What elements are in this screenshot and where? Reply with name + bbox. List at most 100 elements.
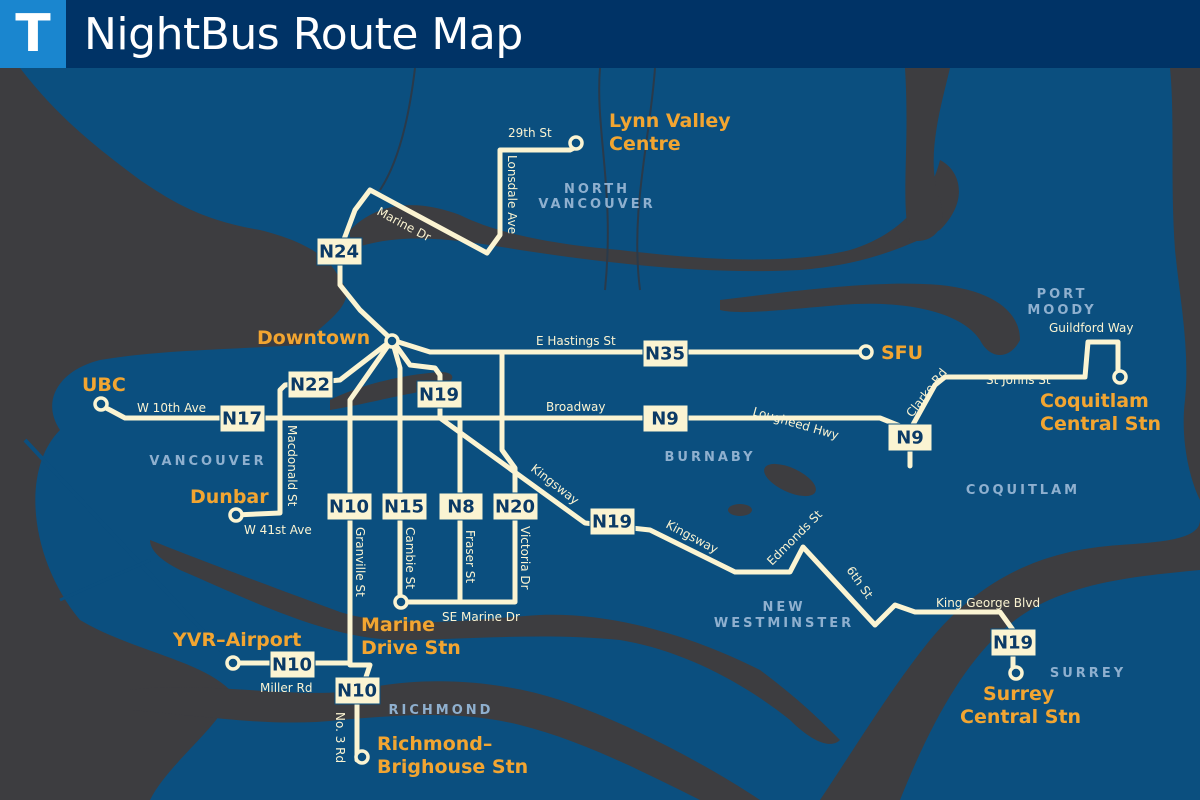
badge-n19-kingsway[interactable]: N19 — [589, 507, 636, 536]
dest-richmond-1: Richmond– — [377, 733, 492, 755]
street-st-johns: St Johns St — [986, 373, 1051, 387]
badge-n15[interactable]: N15 — [381, 492, 428, 521]
badge-n19-surrey[interactable]: N19 — [990, 628, 1037, 657]
badge-n9-broadway[interactable]: N9 — [642, 404, 689, 433]
svg-text:N9: N9 — [896, 428, 924, 449]
burnaby-lake — [764, 463, 816, 497]
water-features — [0, 68, 1200, 800]
dest-richmond-2: Brighouse Stn — [377, 756, 528, 778]
street-cambie: Cambie St — [403, 527, 417, 589]
street-broadway: Broadway — [546, 400, 605, 414]
dest-lynn-valley-2: Centre — [609, 133, 681, 155]
svg-text:N19: N19 — [993, 633, 1033, 654]
street-macdonald: Macdonald St — [285, 425, 299, 507]
area-new-westminster-2: WESTMINSTER — [714, 616, 854, 631]
dest-coquitlam-2: Central Stn — [1040, 413, 1161, 435]
street-miller: Miller Rd — [260, 681, 312, 695]
dest-coquitlam-1: Coquitlam — [1040, 390, 1149, 412]
dest-marine-drive-1: Marine — [361, 614, 435, 636]
badge-n10-airport[interactable]: N10 — [269, 650, 316, 679]
route-n24[interactable] — [337, 142, 583, 343]
badge-n10-richmond[interactable]: N10 — [334, 676, 381, 705]
map-header: T NightBus Route Map — [0, 0, 1200, 68]
water-fraser-east — [820, 520, 1200, 800]
rivers — [379, 67, 656, 291]
channel-line — [23, 438, 232, 662]
street-w-41st: W 41st Ave — [244, 523, 312, 537]
svg-text:N10: N10 — [337, 681, 377, 702]
terminal-lynn-valley[interactable] — [568, 135, 584, 151]
terminal-coquitlam[interactable] — [1112, 369, 1128, 385]
svg-text:N9: N9 — [651, 409, 679, 430]
downtown-hub[interactable] — [384, 333, 400, 349]
terminal-marine-drive[interactable] — [393, 594, 409, 610]
water-east-channel — [1170, 68, 1200, 500]
terminal-richmond[interactable] — [354, 749, 370, 765]
route-n9[interactable] — [907, 339, 1121, 433]
street-guildford: Guildford Way — [1049, 321, 1133, 335]
dest-surrey-1: Surrey — [983, 683, 1055, 705]
svg-text:N10: N10 — [329, 497, 369, 518]
destination-labels: Lynn Valley Centre Downtown SFU UBC Dunb… — [82, 110, 1161, 778]
area-coquitlam: COQUITLAM — [966, 483, 1080, 498]
svg-text:N35: N35 — [645, 344, 685, 365]
logo-letter: T — [15, 4, 51, 64]
area-surrey: SURREY — [1050, 666, 1126, 681]
badge-n10-granville[interactable]: N10 — [326, 492, 373, 521]
badge-n22[interactable]: N22 — [287, 370, 334, 399]
area-labels: NORTH VANCOUVER VANCOUVER BURNABY PORT M… — [149, 182, 1126, 718]
terminal-surrey[interactable] — [1008, 665, 1024, 681]
badge-n19-top[interactable]: N19 — [416, 380, 463, 409]
route-n35[interactable] — [389, 337, 868, 355]
badge-n35[interactable]: N35 — [642, 339, 689, 368]
street-granville: Granville St — [353, 527, 367, 597]
street-no3: No. 3 Rd — [333, 712, 347, 763]
street-se-marine: SE Marine Dr — [442, 610, 520, 624]
dest-lynn-valley-1: Lynn Valley — [609, 110, 731, 132]
street-king-george: King George Blvd — [936, 596, 1040, 610]
badge-n8[interactable]: N8 — [438, 492, 484, 521]
svg-text:N15: N15 — [384, 497, 424, 518]
street-lonsdale: Lonsdale Ave — [505, 155, 519, 234]
svg-text:N10: N10 — [272, 655, 312, 676]
dest-ubc: UBC — [82, 374, 126, 396]
area-port-moody-1: PORT — [1037, 287, 1088, 302]
svg-text:N17: N17 — [222, 409, 262, 430]
route-badges: N24 N22 N17 N19 N35 N9 N9 N10 N15 N8 N20… — [219, 237, 1037, 705]
water-burrard-inlet — [350, 160, 959, 272]
area-port-moody-2: MOODY — [1027, 303, 1096, 318]
terminal-yvr[interactable] — [225, 655, 241, 671]
page-title: NightBus Route Map — [84, 8, 523, 60]
deer-lake — [728, 504, 752, 516]
street-clarke: Clarke Rd — [903, 366, 950, 420]
svg-text:N20: N20 — [495, 497, 535, 518]
dest-surrey-2: Central Stn — [960, 706, 1081, 728]
svg-text:N19: N19 — [592, 512, 632, 533]
channel-line-2 — [59, 558, 151, 602]
routes — [97, 142, 1121, 763]
street-e-hastings: E Hastings St — [536, 334, 616, 348]
badge-n9-clarke[interactable]: N9 — [887, 423, 933, 452]
badge-n20[interactable]: N20 — [492, 492, 539, 521]
route-n19[interactable] — [389, 337, 1016, 675]
route-n15[interactable] — [389, 337, 403, 605]
badge-n24[interactable]: N24 — [316, 237, 363, 266]
terminal-ubc[interactable] — [93, 396, 109, 412]
dest-marine-drive-2: Drive Stn — [361, 637, 461, 659]
street-w-10th: W 10th Ave — [137, 401, 206, 415]
dest-dunbar: Dunbar — [190, 486, 269, 508]
area-north-vancouver-2: VANCOUVER — [538, 197, 655, 212]
svg-text:N8: N8 — [447, 497, 475, 518]
street-fraser: Fraser St — [463, 530, 477, 583]
badge-n17[interactable]: N17 — [219, 404, 266, 433]
street-29th: 29th St — [508, 126, 552, 140]
terminal-dunbar[interactable] — [228, 507, 244, 523]
water-fraser-main — [130, 681, 760, 800]
terminal-sfu[interactable] — [858, 344, 874, 360]
route-n20[interactable] — [397, 349, 518, 605]
water-west — [0, 68, 347, 800]
dest-yvr: YVR–Airport — [172, 629, 301, 651]
route-n22[interactable] — [232, 337, 395, 518]
area-new-westminster-1: NEW — [762, 600, 805, 615]
